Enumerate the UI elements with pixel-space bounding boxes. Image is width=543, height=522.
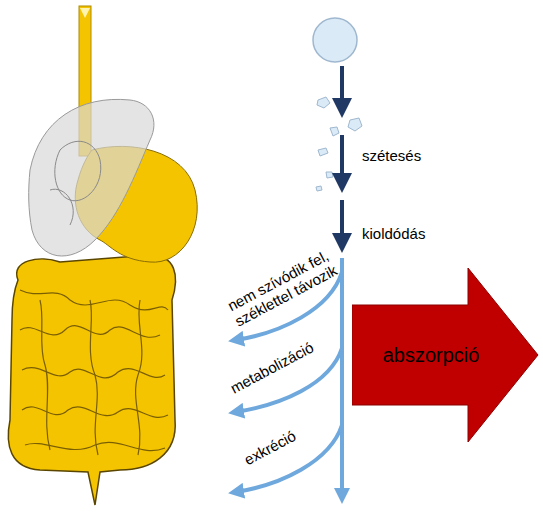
branch-label: nem szívódik fel, széklettel távozik [217, 243, 346, 334]
absorption-arrow: abszorpció [352, 268, 540, 442]
process-arrows [340, 66, 344, 243]
step-label: kioldódás [362, 225, 425, 242]
tablet-fragments [316, 97, 362, 191]
tablet [313, 18, 357, 62]
branch-label: exkréció [241, 427, 298, 468]
step-label: szétesés [362, 147, 421, 164]
digestive-tract [8, 6, 197, 505]
node-text: abszorpció [358, 344, 504, 367]
